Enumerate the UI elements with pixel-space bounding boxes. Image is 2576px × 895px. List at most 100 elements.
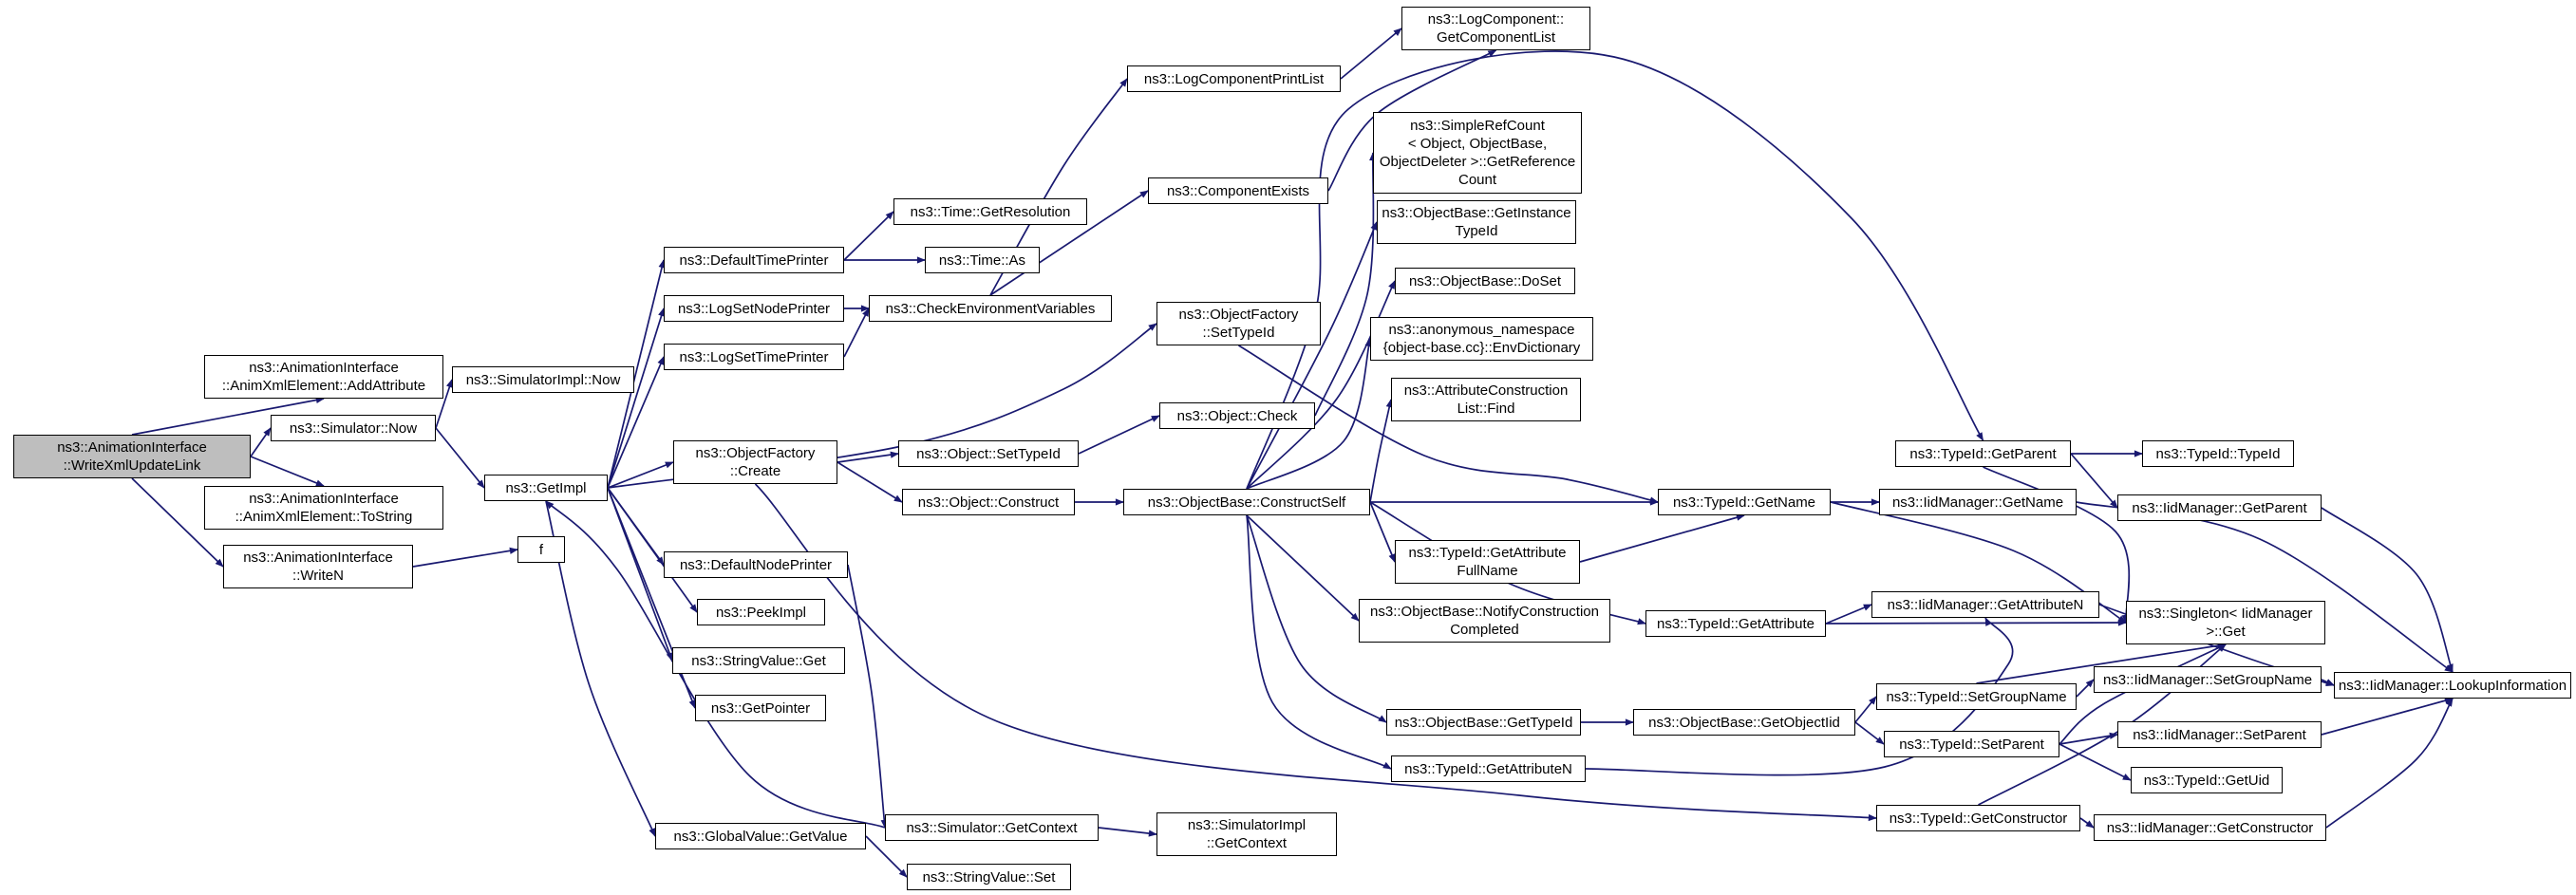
node-type-id-get-attribute[interactable]: ns3::TypeId::GetAttribute xyxy=(1645,610,1826,637)
node-label: ns3::CheckEnvironmentVariables xyxy=(885,300,1096,317)
node-object-set-type-id[interactable]: ns3::Object::SetTypeId xyxy=(898,440,1079,467)
node-peek-impl[interactable]: ns3::PeekImpl xyxy=(697,599,825,625)
node-object-construct[interactable]: ns3::Object::Construct xyxy=(902,489,1075,515)
node-iid-manager-set-parent[interactable]: ns3::IidManager::SetParent xyxy=(2117,721,2322,748)
node-label: >::Get xyxy=(2206,624,2246,640)
node-label: ns3::IidManager::SetParent xyxy=(2133,726,2306,743)
node-log-set-time-printer[interactable]: ns3::LogSetTimePrinter xyxy=(664,344,844,370)
node-label: Count xyxy=(1457,172,1497,188)
node-object-base-get-object-iid[interactable]: ns3::ObjectBase::GetObjectIid xyxy=(1633,709,1855,736)
node-label: ns3::TypeId::TypeId xyxy=(2155,445,2281,462)
node-label: ns3::SimpleRefCount xyxy=(1410,118,1545,134)
node-write-xml-update-link[interactable]: ns3::AnimationInterface::WriteXmlUpdateL… xyxy=(13,435,251,478)
node-simulator-now[interactable]: ns3::Simulator::Now xyxy=(271,415,436,441)
node-log-component-get-component-list[interactable]: ns3::LogComponent::GetComponentList xyxy=(1401,7,1590,50)
node-add-attribute[interactable]: ns3::AnimationInterface::AnimXmlElement:… xyxy=(204,355,443,399)
edge-iid-manager-get-constructor--iid-manager-lookup-information xyxy=(2325,698,2454,829)
node-object-base-construct-self[interactable]: ns3::ObjectBase::ConstructSelf xyxy=(1123,489,1370,515)
node-label: ns3::GetImpl xyxy=(505,479,587,496)
node-iid-manager-get-parent[interactable]: ns3::IidManager::GetParent xyxy=(2117,494,2322,521)
edge-type-id-set-group-name--singleton-get xyxy=(1976,642,2227,684)
node-label: ns3::IidManager::GetName xyxy=(1891,494,2064,511)
node-type-id-get-parent[interactable]: ns3::TypeId::GetParent xyxy=(1895,440,2071,467)
edge-write-xml-update-link--to-string xyxy=(250,456,325,487)
node-label: GetComponentList xyxy=(1436,29,1556,46)
node-label: ns3::AnimationInterface xyxy=(249,360,399,376)
node-label: ns3::AnimationInterface xyxy=(243,550,393,566)
node-log-set-node-printer[interactable]: ns3::LogSetNodePrinter xyxy=(664,295,844,322)
node-simulator-impl-now[interactable]: ns3::SimulatorImpl::Now xyxy=(452,366,634,393)
node-get-reference-count[interactable]: ns3::SimpleRefCount< Object, ObjectBase,… xyxy=(1373,112,1582,194)
node-iid-manager-get-name[interactable]: ns3::IidManager::GetName xyxy=(1879,489,2077,515)
node-iid-manager-lookup-information[interactable]: ns3::IidManager::LookupInformation xyxy=(2334,672,2571,699)
node-label: ns3::SimulatorImpl xyxy=(1187,817,1307,833)
edge-object-factory-set-type-id--type-id-get-name xyxy=(1238,345,1659,504)
node-default-time-printer[interactable]: ns3::DefaultTimePrinter xyxy=(664,247,844,273)
node-type-id-get-attribute-n[interactable]: ns3::TypeId::GetAttributeN xyxy=(1391,755,1586,782)
node-type-id-set-parent[interactable]: ns3::TypeId::SetParent xyxy=(1884,731,2059,757)
edge-default-node-printer--simulator-get-context xyxy=(847,564,888,829)
node-time-get-resolution[interactable]: ns3::Time::GetResolution xyxy=(893,198,1087,225)
node-string-value-get[interactable]: ns3::StringValue::Get xyxy=(672,647,845,674)
node-type-id-set-group-name[interactable]: ns3::TypeId::SetGroupName xyxy=(1876,683,2077,710)
node-singleton-get[interactable]: ns3::Singleton< IidManager>::Get xyxy=(2126,601,2325,644)
node-object-factory-create[interactable]: ns3::ObjectFactory::Create xyxy=(673,440,837,484)
node-label: ns3::SimulatorImpl::Now xyxy=(465,371,621,388)
edge-object-base-construct-self--type-id-get-attribute-n xyxy=(1246,514,1392,770)
node-write-n[interactable]: ns3::AnimationInterface::WriteN xyxy=(223,545,413,588)
edge-object-factory-create--object-set-type-id xyxy=(837,451,899,463)
node-string-value-set[interactable]: ns3::StringValue::Set xyxy=(907,864,1071,890)
edge-get-impl--log-set-node-printer xyxy=(607,308,666,489)
node-label: ::AnimXmlElement::ToString xyxy=(235,509,413,525)
node-object-base-do-set[interactable]: ns3::ObjectBase::DoSet xyxy=(1395,268,1575,294)
node-default-node-printer[interactable]: ns3::DefaultNodePrinter xyxy=(664,551,848,578)
edge-object-set-type-id--object-check xyxy=(1078,415,1160,455)
node-label: List::Find xyxy=(1457,401,1515,417)
node-object-base-get-type-id[interactable]: ns3::ObjectBase::GetTypeId xyxy=(1386,709,1581,736)
node-get-pointer[interactable]: ns3::GetPointer xyxy=(695,695,826,721)
edge-get-impl--log-set-time-printer xyxy=(607,356,665,489)
edge-type-id-get-attribute--iid-manager-get-attribute-n xyxy=(1825,604,1872,625)
node-global-value-get-value[interactable]: ns3::GlobalValue::GetValue xyxy=(655,823,866,849)
node-type-id-type-id[interactable]: ns3::TypeId::TypeId xyxy=(2142,440,2294,467)
node-iid-manager-get-attribute-n[interactable]: ns3::IidManager::GetAttributeN xyxy=(1871,591,2099,618)
node-label: ns3::PeekImpl xyxy=(715,604,807,621)
node-log-component-print-list[interactable]: ns3::LogComponentPrintList xyxy=(1127,65,1341,92)
node-iid-manager-set-group-name[interactable]: ns3::IidManager::SetGroupName xyxy=(2094,666,2322,693)
node-simulator-get-context[interactable]: ns3::Simulator::GetContext xyxy=(885,814,1099,841)
node-label: ns3::TypeId::GetAttribute xyxy=(1408,545,1567,561)
node-type-id-get-constructor[interactable]: ns3::TypeId::GetConstructor xyxy=(1876,805,2080,831)
node-object-check[interactable]: ns3::Object::Check xyxy=(1159,402,1315,429)
edge-object-factory-create--object-construct xyxy=(837,461,903,503)
node-time-as[interactable]: ns3::Time::As xyxy=(925,247,1040,273)
edge-object-base-construct-self--object-base-get-type-id xyxy=(1246,514,1387,723)
node-label: ObjectDeleter >::GetReference xyxy=(1379,154,1576,170)
edge-write-xml-update-link--add-attribute xyxy=(131,396,325,436)
edge-simulator-get-context--get-impl xyxy=(545,500,886,829)
node-type-id-get-name[interactable]: ns3::TypeId::GetName xyxy=(1658,489,1831,515)
node-label: ::Create xyxy=(729,463,781,479)
node-env-dictionary[interactable]: ns3::anonymous_namespace{object-base.cc}… xyxy=(1370,317,1593,361)
node-get-impl[interactable]: ns3::GetImpl xyxy=(484,475,608,501)
edge-default-time-printer--time-get-resolution xyxy=(843,211,894,261)
node-to-string[interactable]: ns3::AnimationInterface::AnimXmlElement:… xyxy=(204,486,443,530)
node-label: ns3::Simulator::GetContext xyxy=(906,819,1078,836)
node-label: ns3::AttributeConstruction xyxy=(1403,382,1569,399)
node-simulator-impl-get-context[interactable]: ns3::SimulatorImpl::GetContext xyxy=(1156,812,1337,856)
edge-type-id-set-parent--type-id-get-uid xyxy=(2059,743,2132,781)
edge-global-value-get-value--string-value-set xyxy=(865,835,908,878)
node-object-factory-set-type-id[interactable]: ns3::ObjectFactory::SetTypeId xyxy=(1156,302,1321,345)
node-iid-manager-get-constructor[interactable]: ns3::IidManager::GetConstructor xyxy=(2094,814,2326,841)
node-label: ns3::IidManager::GetParent xyxy=(2132,499,2307,516)
node-type-id-get-uid[interactable]: ns3::TypeId::GetUid xyxy=(2131,767,2283,793)
node-f[interactable]: f xyxy=(517,536,565,563)
node-label: ns3::ObjectFactory xyxy=(695,445,816,461)
node-label: ::SetTypeId xyxy=(1202,325,1275,341)
node-component-exists[interactable]: ns3::ComponentExists xyxy=(1148,177,1328,204)
node-check-environment-variables[interactable]: ns3::CheckEnvironmentVariables xyxy=(869,295,1112,322)
